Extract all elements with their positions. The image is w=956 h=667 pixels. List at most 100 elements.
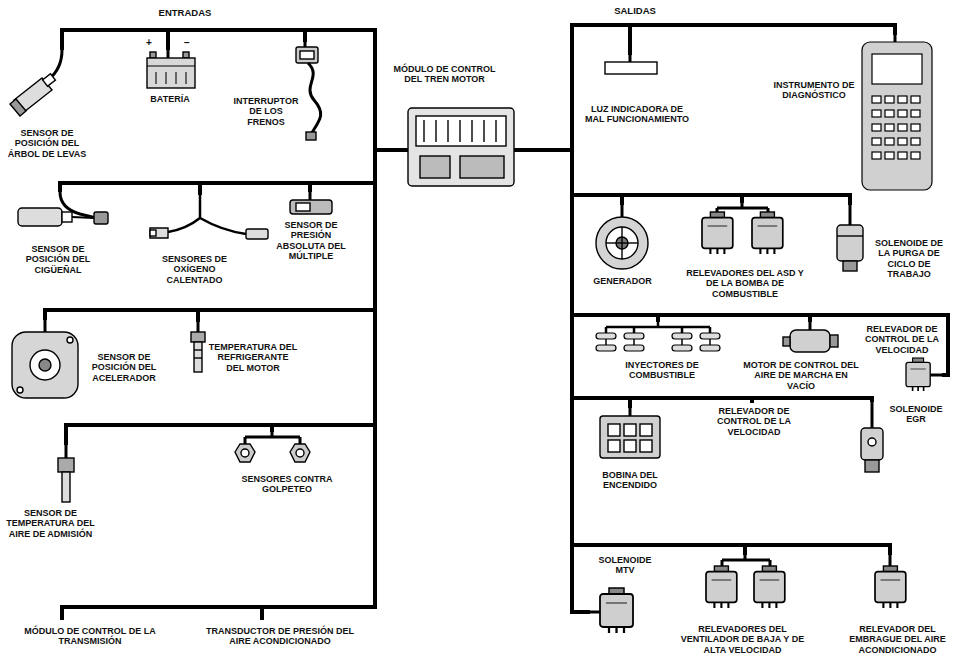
diagnostic-tool-icon [898,152,907,159]
mtv-solenoid-icon [590,588,633,633]
throttle-position-sensor-icon [12,332,78,398]
wiring-bus [518,150,890,555]
egr-solenoid-icon [871,402,874,428]
clutch-relay-icon [875,555,906,608]
component-node: SENSORES DE OXÍGENO CALENTADO [148,195,273,287]
ignition-coil-icon [624,424,636,436]
battery-icon [147,50,195,88]
diagnostic-tool-icon [872,96,920,159]
intake-air-temperature-sensor-icon [58,458,74,472]
oxygen-sensor-icon [150,230,156,236]
map-sensor-icon [290,192,332,214]
component-label: RELEVADOR DE CONTROL DE LA VELOCIDAD [862,324,942,355]
component-label: MÓDULO DE CONTROL DE LA TRANSMISIÓN [15,626,165,647]
diagnostic-tool-icon [898,96,907,103]
battery-icon [155,72,157,84]
battery-icon [150,52,156,58]
egr-solenoid-icon [868,438,876,446]
wiring-bus [66,150,388,445]
camshaft-sensor-icon [43,74,56,86]
mtv-solenoid-icon [600,588,633,633]
coolant-temperature-sensor-icon [194,349,202,350]
battery-icon [147,58,195,88]
fan-relay-icon [706,555,785,608]
diagnostic-tool-icon [885,138,894,145]
fan-relay-icon [706,566,737,608]
component-label: SENSOR DE POSICIÓN DEL ÁRBOL DE LEVAS [3,128,91,159]
knock-sensor-icon [245,432,300,444]
crankshaft-sensor-icon [18,208,62,226]
component-node: INYECTORES DE COMBUSTIBLE [592,322,724,390]
coolant-temperature-sensor-icon [191,322,205,372]
diagnostic-tool-icon [911,152,920,159]
diagnostic-tool-icon [911,96,920,103]
knock-sensor-icon [296,449,304,457]
ignition-coil-icon [624,440,636,452]
wiring-bus [518,150,810,322]
wiring-bus [262,150,388,620]
coolant-temperature-sensor-icon [191,332,205,342]
battery-icon [165,72,167,84]
section-heading: SALIDAS [600,6,670,17]
crankshaft-sensor-icon [62,212,72,222]
oxygen-sensor-icon [150,195,268,239]
component-label: LUZ INDICADORA DE MAL FUNCIONAMIENTO [582,104,692,125]
egr-solenoid-icon [861,402,883,472]
diagnostic-tool-icon [872,152,881,159]
fuel-injector-icon [606,322,710,333]
relay-icon [702,212,733,254]
section-heading: ENTRADAS [150,8,220,19]
diagnostic-tool-icon [898,110,907,117]
idle-air-motor-icon [783,322,838,352]
clutch-relay-icon [875,566,906,608]
component-label: RELEVADOR DEL EMBRAGUE DEL AIRE ACONDICI… [845,624,950,655]
brake-switch-icon [304,42,307,47]
component-node: SOLENOIDE MTV [590,553,665,645]
throttle-position-sensor-icon [39,359,51,371]
brake-switch-icon [296,42,321,140]
component-label: MÓDULO DE CONTROL DEL TREN MOTOR [392,64,497,85]
label-holder: + [142,37,156,49]
ignition-coil-icon [600,416,660,458]
battery-icon [175,72,177,84]
battery-icon [185,72,187,84]
wiring-bus [518,150,590,612]
component-label: SENSOR DE TEMPERATURA DEL AIRE DE ADMISI… [3,508,98,539]
component-label: SENSORES DE OXÍGENO CALENTADO [152,254,237,285]
component-label: BATERÍA [135,94,205,104]
diagnostic-tool-icon [872,138,881,145]
diagnostic-tool-icon [862,35,932,190]
mtv-solenoid-icon [590,611,600,614]
component-label: INTERRUPTOR DE LOS FRENOS [230,96,302,127]
knock-sensor-icon [235,432,310,462]
relay-icon [717,203,768,212]
crankshaft-sensor-icon [72,217,94,218]
component-node: RELEVADOR DE CONTROL DE LA VELOCIDAD [862,322,942,392]
brake-switch-icon [306,132,316,140]
component-node: RELEVADORES DEL VENTILADOR DE BAJA Y DE … [680,555,805,660]
powertrain-control-module-icon [460,156,504,178]
terminal-sign: + [142,37,156,49]
component-label: INSTRUMENTO DE DIAGNÓSTICO [770,80,858,101]
component-label: RELEVADOR DE CONTROL DE LA VELOCIDAD [700,406,808,437]
wiring-bus [198,150,388,322]
crankshaft-sensor-icon [18,192,108,226]
map-sensor-icon [290,200,332,214]
component-node: SENSORES CONTRA GOLPETEO [220,432,350,497]
label-holder: ENTRADAS [150,8,220,19]
powertrain-control-module-icon [495,120,496,142]
wiring-bus [518,150,948,375]
component-node: MOTOR DE CONTROL DEL AIRE DE MARCHA EN V… [740,322,862,394]
oxygen-sensor-icon [246,229,268,239]
component-node: MÓDULO DE CONTROL DE LA TRANSMISIÓN [15,620,165,655]
speed-control-relay-icon [930,374,942,377]
crankshaft-sensor-icon [94,212,108,224]
component-node: TEMPERATURA DEL REFRIGERANTE DEL MOTOR [188,322,298,390]
component-label: RELEVADORES DEL VENTILADOR DE BAJA Y DE … [680,624,805,655]
ignition-coil-icon [640,424,652,436]
egr-solenoid-icon [861,428,883,460]
battery-icon [183,52,189,58]
diagnostic-tool-icon [885,124,894,131]
component-node: BOBINA DEL ENCENDIDO [585,408,675,496]
